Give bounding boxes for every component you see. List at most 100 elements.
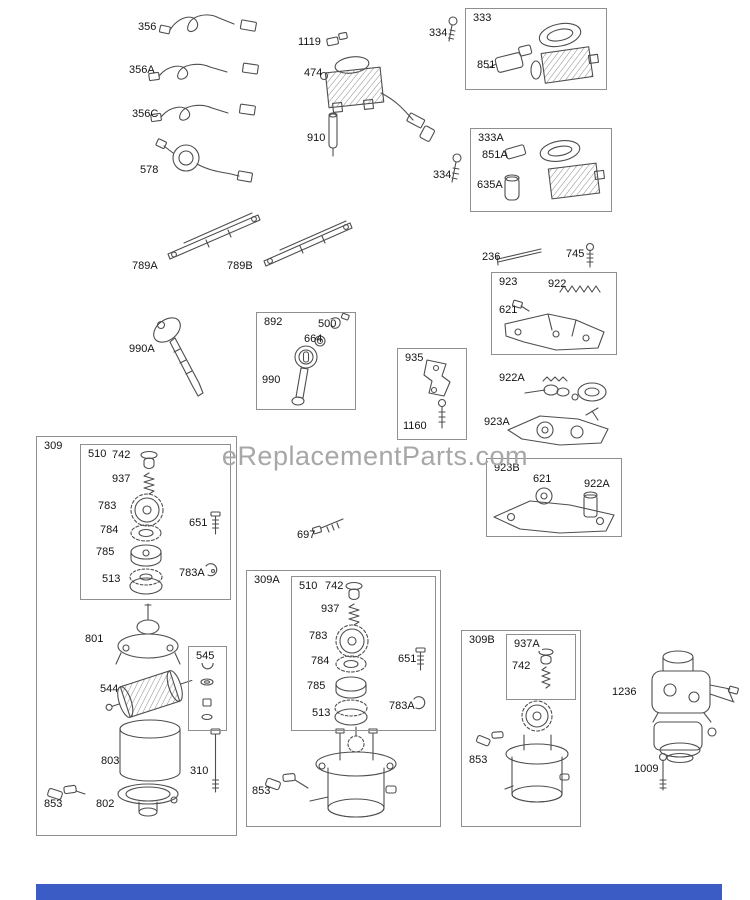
group-333-parts-drawing — [487, 22, 600, 84]
part-label-783-b: 783 — [309, 630, 328, 642]
part-label-513-a: 513 — [102, 573, 121, 585]
part-label-802: 802 — [96, 798, 115, 810]
group-box-label-545: 545 — [194, 650, 217, 663]
part-label-853-309B: 853 — [469, 754, 488, 766]
group-box-label-937A: 937A — [512, 638, 542, 651]
group-box-333: 333 — [465, 8, 607, 90]
group-box-label-935: 935 — [403, 352, 426, 365]
wire-578-drawing — [155, 138, 253, 183]
part-label-334-top: 334 — [429, 27, 448, 39]
group-892-parts-drawing — [291, 312, 350, 406]
group-923-parts-drawing — [504, 285, 605, 351]
part-label-851A: 851A — [482, 149, 508, 161]
part-label-937-b: 937 — [321, 603, 340, 615]
part-label-745: 745 — [566, 248, 585, 260]
part-label-785-b: 785 — [307, 680, 326, 692]
group-box-label-309B: 309B — [467, 634, 497, 647]
part-label-236: 236 — [482, 251, 501, 263]
starter-motor-309A-drawing — [309, 726, 397, 818]
bracket-789B-drawing — [263, 220, 353, 267]
part-label-474: 474 — [304, 67, 323, 79]
part-label-937-a: 937 — [112, 473, 131, 485]
group-box-label-510-a: 510 — [86, 448, 109, 461]
footer-bar — [36, 884, 722, 900]
group-box-label-892: 892 — [262, 316, 285, 329]
part-label-784-b: 784 — [311, 655, 330, 667]
ignition-armature-474-drawing — [319, 56, 435, 142]
part-label-853-309: 853 — [44, 798, 63, 810]
part-label-990: 990 — [262, 374, 281, 386]
endcap-802-drawing — [117, 783, 179, 817]
terminal-853-309-drawing — [47, 784, 86, 800]
part-label-356C: 356C — [132, 108, 159, 120]
part-label-635A: 635A — [477, 179, 503, 191]
terminal-853-309A-drawing — [265, 773, 309, 791]
part-label-356: 356 — [138, 21, 157, 33]
part-label-664: 664 — [304, 333, 323, 345]
part-label-513-b: 513 — [312, 707, 331, 719]
wire-356A-drawing — [148, 62, 259, 82]
terminal-853-309B-drawing — [475, 731, 504, 747]
assembly-923A-drawing — [507, 407, 609, 446]
part-label-922A-mid: 922A — [499, 372, 525, 384]
part-label-621-923: 621 — [499, 304, 518, 316]
part-label-789B: 789B — [227, 260, 253, 272]
group-box-label-923B: 923B — [492, 462, 522, 475]
part-label-1009: 1009 — [634, 763, 659, 775]
screw-745-drawing — [585, 242, 595, 268]
group-box-923: 923 — [491, 272, 617, 355]
part-label-334-mid: 334 — [433, 169, 452, 181]
screw-1009-drawing — [658, 752, 668, 791]
group-box-label-333A: 333A — [476, 132, 506, 145]
starter-parts-510a-drawing — [129, 450, 221, 595]
part-label-990A: 990A — [129, 343, 155, 355]
starter-cap-801-drawing — [115, 603, 181, 665]
starter-motor-309B-drawing — [504, 734, 570, 803]
group-box-309: 309 — [36, 436, 237, 836]
part-label-851: 851 — [477, 59, 496, 71]
armature-544-drawing — [105, 670, 193, 718]
part-label-742-a: 742 — [112, 449, 131, 461]
group-923B-parts-drawing — [493, 487, 615, 534]
part-label-742-b: 742 — [325, 580, 344, 592]
part-label-1160: 1160 — [403, 420, 427, 432]
part-label-697: 697 — [297, 529, 316, 541]
part-label-923A: 923A — [484, 416, 510, 428]
pin-697-drawing — [311, 518, 344, 535]
screw-334-mid-drawing — [451, 153, 462, 183]
part-label-783-a: 783 — [98, 500, 117, 512]
group-box-923B: 923B — [486, 458, 622, 537]
group-box-label-510-b: 510 — [297, 580, 320, 593]
part-label-578: 578 — [140, 164, 159, 176]
part-label-783A-b: 783A — [389, 700, 415, 712]
starter-parts-937A-drawing — [538, 648, 554, 689]
group-box-545: 545 — [188, 646, 227, 731]
watermark: eReplacementParts.com — [221, 441, 529, 471]
starter-parts-510b-drawing — [334, 581, 426, 726]
part-label-910: 910 — [307, 132, 326, 144]
bracket-789A-drawing — [167, 212, 261, 260]
part-label-310: 310 — [190, 765, 209, 777]
group-935-parts-drawing — [423, 359, 451, 429]
fuel-pump-1236-drawing — [651, 650, 739, 764]
part-label-783A-a: 783A — [179, 567, 205, 579]
part-label-544: 544 — [100, 683, 119, 695]
part-label-785-a: 785 — [96, 546, 115, 558]
part-label-801: 801 — [85, 633, 104, 645]
part-label-853-309A: 853 — [252, 785, 271, 797]
bolt-310-drawing — [210, 728, 221, 793]
part-label-500: 500 — [318, 318, 337, 330]
part-910-drawing — [328, 112, 338, 157]
group-box-309A: 309A — [246, 570, 441, 827]
part-1119-drawing — [326, 31, 348, 47]
group-333A-parts-drawing — [504, 140, 606, 201]
part-label-803: 803 — [101, 755, 120, 767]
housing-803-drawing — [119, 719, 181, 782]
group-box-510-b: 510 — [291, 576, 436, 731]
wire-356-drawing — [158, 14, 257, 35]
part-label-742-c: 742 — [512, 660, 531, 672]
group-box-937A: 937A — [506, 634, 576, 700]
group-box-935: 935 — [397, 348, 467, 440]
